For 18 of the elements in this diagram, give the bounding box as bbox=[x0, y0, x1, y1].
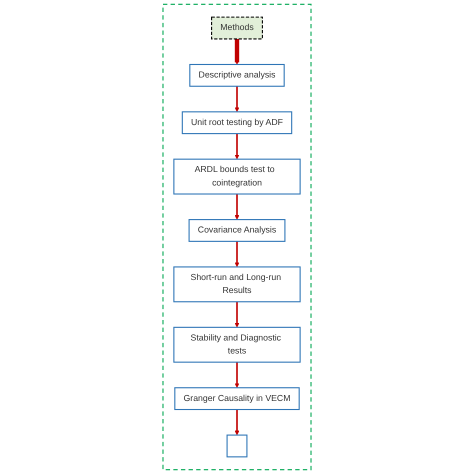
node-box: Unit root testing by ADF bbox=[182, 111, 292, 134]
arrow bbox=[234, 38, 240, 65]
arrow bbox=[234, 241, 240, 268]
arrow bbox=[234, 410, 240, 436]
arrow bbox=[234, 194, 240, 220]
node-box bbox=[226, 434, 248, 458]
arrow bbox=[234, 302, 240, 328]
arrow bbox=[234, 134, 240, 160]
node-box: ARDL bounds test to cointegration bbox=[173, 158, 301, 195]
cluster bbox=[162, 4, 312, 470]
node-box: Granger Causality in VECM bbox=[174, 387, 300, 410]
arrow bbox=[234, 86, 240, 112]
node-box: Stability and Diagnostic tests bbox=[173, 326, 301, 363]
node-box: Methods bbox=[211, 16, 263, 40]
arrow bbox=[234, 362, 240, 388]
node-box: Covariance Analysis bbox=[188, 219, 286, 242]
node-box: Short-run and Long-run Results bbox=[173, 266, 301, 302]
node-box: Descriptive analysis bbox=[189, 64, 285, 87]
